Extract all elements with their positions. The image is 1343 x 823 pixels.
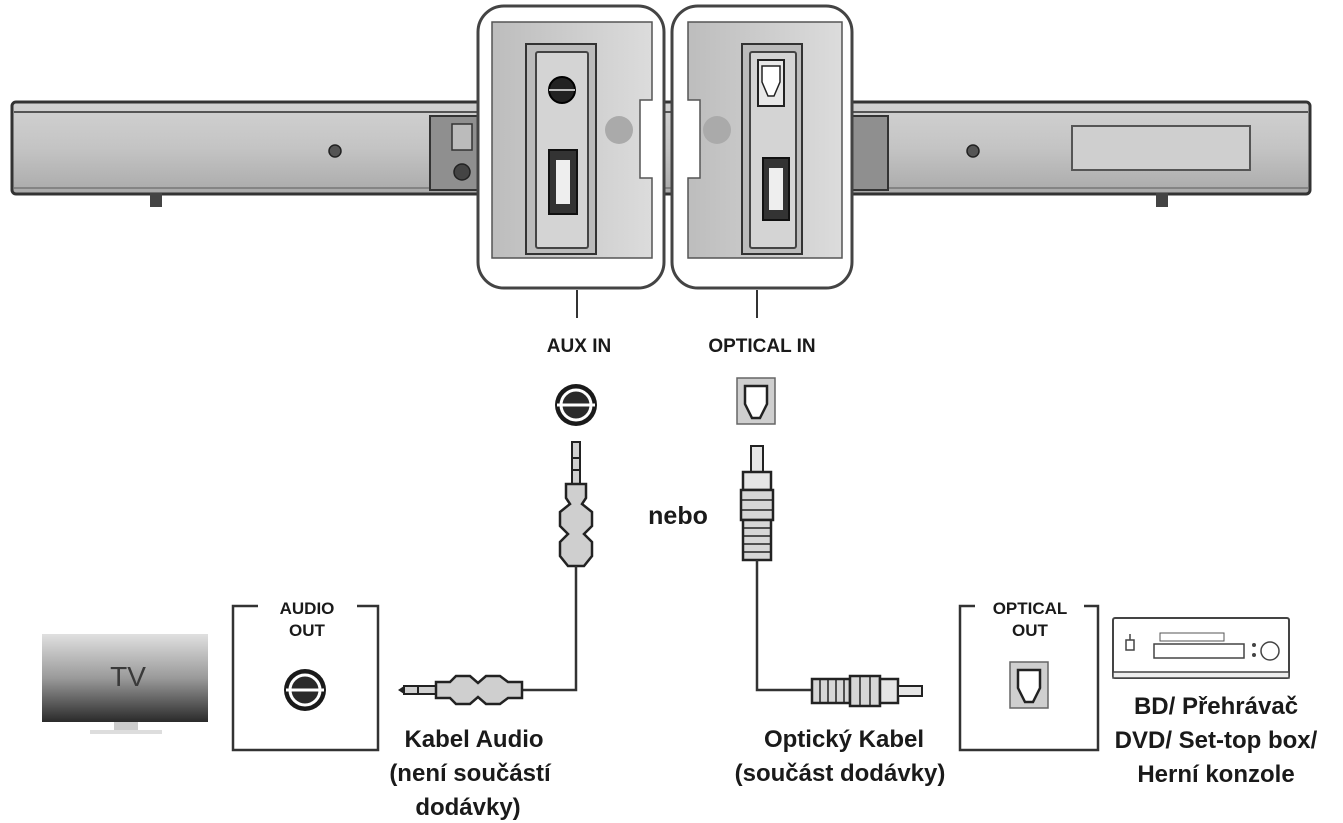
optical-cable-label: Optický Kabel <box>764 726 924 753</box>
optical-out-label: OPTICAL <box>993 599 1068 618</box>
aux-in-jack-icon <box>555 384 597 426</box>
bd-dvd-player-icon <box>1112 617 1290 679</box>
tv-label: TV <box>110 661 146 692</box>
audio-out-label: AUDIO <box>280 599 335 618</box>
nebo-label: nebo <box>648 502 708 530</box>
device-label-line2: DVD/ Set-top box/ <box>1115 727 1318 754</box>
screw-right-icon <box>966 144 980 158</box>
tv-icon: TV <box>42 634 208 734</box>
optical-cable-plug-vertical <box>739 445 775 562</box>
aux-in-label: AUX IN <box>547 336 611 357</box>
device-optical-out-panel: OPTICAL OUT <box>958 599 1100 752</box>
audio-out-jack-icon <box>284 669 326 711</box>
optical-out-port-icon <box>1009 661 1049 709</box>
tv-audio-out-panel: AUDIO OUT <box>231 599 380 752</box>
audio-cable-label-line3: dodávky) <box>415 794 520 821</box>
device-label: BD/ Přehrávač <box>1134 693 1298 720</box>
aux-in-zoom-callout <box>476 4 666 290</box>
audio-out-label-line2: OUT <box>289 621 326 640</box>
soundbar-right-foot <box>1156 193 1168 207</box>
optical-cable-label-line2: (součást dodávky) <box>735 760 946 787</box>
optical-cable <box>755 560 812 692</box>
optical-in-port-icon <box>736 377 776 425</box>
audio-cable-label: Kabel Audio <box>404 726 543 753</box>
audio-cable <box>522 566 578 692</box>
device-label-line3: Herní konzole <box>1137 761 1294 788</box>
audio-cable-plug-horizontal <box>398 674 524 706</box>
display-window <box>1071 125 1251 171</box>
audio-cable-plug-vertical <box>558 441 594 568</box>
soundbar-left-foot <box>150 193 162 207</box>
optical-in-label: OPTICAL IN <box>708 336 815 357</box>
screw-left-icon <box>328 144 342 158</box>
audio-cable-label-line2: (není součástí <box>389 760 552 787</box>
optical-cable-plug-horizontal <box>810 674 923 708</box>
optical-out-label-line2: OUT <box>1012 621 1049 640</box>
optical-in-zoom-callout <box>670 4 854 290</box>
